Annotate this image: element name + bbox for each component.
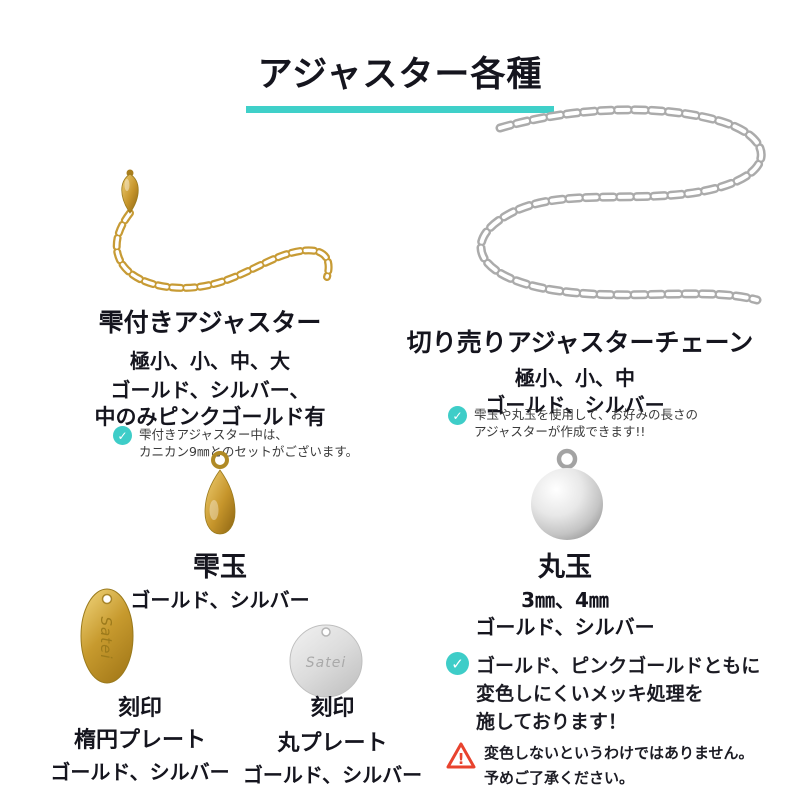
oval-plate-label-3: ゴールド、シルバー bbox=[50, 760, 230, 784]
oval-plate-label-2: 楕円プレート bbox=[73, 728, 206, 753]
warning-line1: 変色しないというわけではありません。 bbox=[484, 744, 754, 762]
round-plate-engraving: Satei bbox=[306, 655, 346, 671]
drop-adjuster-note-line2: カニカン9㎜とのセットがございます。 bbox=[139, 444, 359, 459]
drop-adjuster-heading: 雫付きアジャスター bbox=[98, 308, 322, 337]
drop-adjuster-colors-2: 中のみピンクゴールド有 bbox=[94, 405, 326, 429]
cut-chain-colors: ゴールド、シルバー bbox=[485, 393, 665, 417]
cut-chain-heading: 切り売りアジャスターチェーン bbox=[406, 328, 754, 357]
drop-adjuster-note-line1: 雫付きアジャスター中は、 bbox=[139, 427, 288, 442]
cut-chain-image bbox=[476, 105, 766, 305]
check-icon: ✓ bbox=[446, 652, 469, 675]
check-icon: ✓ bbox=[448, 406, 467, 425]
cut-chain-note-line1: 雫玉や丸玉を使用して、お好みの長さの bbox=[474, 407, 699, 422]
page-title: アジャスター各種 bbox=[0, 46, 800, 113]
drop-adjuster-sizes: 極小、小、中、大 bbox=[130, 349, 290, 373]
warning-icon: ! bbox=[446, 742, 476, 769]
oval-plate-label-1: 刻印 bbox=[117, 696, 162, 721]
plating-note-line3: 施しております！ bbox=[476, 711, 627, 733]
drop-charm bbox=[121, 169, 139, 214]
warning-note: ! 変色しないというわけではありません。 予めご了承ください。 bbox=[445, 741, 754, 791]
drop-adjuster-note: ✓ 雫付きアジャスター中は、 カニカン9㎜とのセットがございます。 bbox=[113, 426, 358, 460]
drop-adjuster-colors-1: ゴールド、シルバー、 bbox=[110, 378, 310, 402]
drop-adjuster-image bbox=[112, 169, 333, 292]
plating-note-line2: 変色しにくいメッキ処理を bbox=[476, 683, 704, 705]
round-plate-label-1: 刻印 bbox=[310, 696, 355, 721]
warning-line2: 予めご了承ください。 bbox=[484, 769, 635, 787]
round-ball-colors: ゴールド、シルバー bbox=[475, 615, 655, 639]
round-ball-image bbox=[531, 448, 603, 540]
page-title-text: アジャスター各種 bbox=[245, 46, 555, 113]
round-ball-sizes: 3㎜、4㎜ bbox=[521, 588, 609, 612]
round-plate-image: Satei bbox=[289, 624, 363, 698]
round-ball-heading: 丸玉 bbox=[538, 552, 592, 583]
cut-chain-note-line2: アジャスターが作成できます!! bbox=[474, 424, 646, 439]
oval-plate-engraving: Satei bbox=[97, 617, 115, 660]
drop-bead-image bbox=[204, 451, 236, 535]
cut-chain-sizes: 極小、小、中 bbox=[515, 366, 635, 390]
plating-note: ✓ ゴールド、ピンクゴールドともに 変色しにくいメッキ処理を 施しております！ bbox=[446, 652, 760, 736]
check-icon: ✓ bbox=[113, 426, 132, 445]
round-plate-label-2: 丸プレート bbox=[277, 731, 388, 756]
plating-note-line1: ゴールド、ピンクゴールドともに bbox=[476, 655, 761, 677]
drop-bead-colors: ゴールド、シルバー bbox=[130, 588, 310, 612]
cut-chain-note: ✓ 雫玉や丸玉を使用して、お好みの長さの アジャスターが作成できます!! bbox=[448, 406, 698, 440]
drop-bead-heading: 雫玉 bbox=[193, 552, 247, 583]
round-plate-label-3: ゴールド、シルバー bbox=[242, 763, 423, 787]
oval-plate-image: Satei bbox=[80, 588, 134, 684]
svg-text:!: ! bbox=[458, 750, 465, 768]
